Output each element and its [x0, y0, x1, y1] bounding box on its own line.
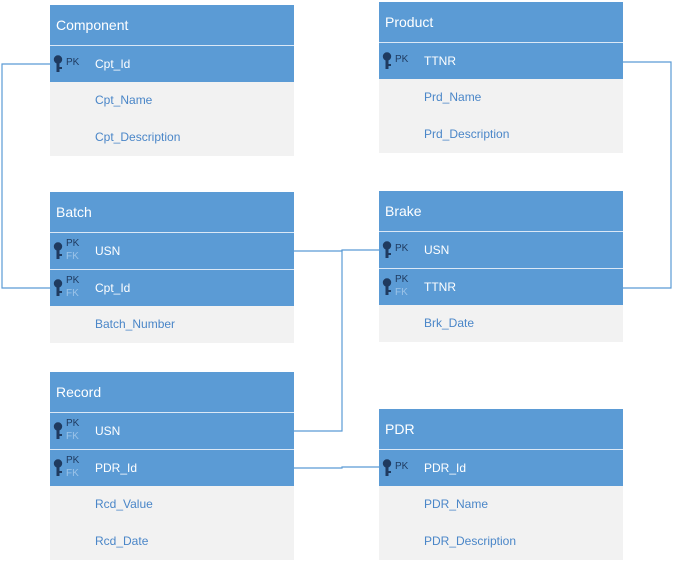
attribute-name: Prd_Description [424, 127, 510, 141]
key-label: FK [66, 251, 79, 262]
connector-batch-brake [294, 249, 379, 252]
entity-title: Record [50, 372, 294, 412]
attribute-name: PDR_Description [424, 534, 517, 548]
key-label: FK [66, 431, 79, 442]
key-icon [382, 52, 392, 69]
attribute-row[interactable]: PK TTNR [379, 42, 623, 79]
key-label: PK [395, 274, 409, 285]
attribute-name: USN [95, 244, 121, 258]
attribute-name: PDR_Id [95, 461, 138, 475]
key-label: PK [66, 275, 80, 286]
connector-component-batch [1, 63, 50, 289]
attribute-row[interactable]: Rcd_Date [50, 523, 294, 560]
entity-title: PDR [379, 409, 623, 449]
attribute-name: TTNR [424, 280, 456, 294]
entity-component[interactable]: Component PK Cpt_Id Cpt_Name Cpt_Descrip… [50, 5, 294, 156]
key-label: PK [66, 455, 80, 466]
entity-brake[interactable]: Brake PK USN PK FK TTNR Brk_Date [379, 191, 623, 342]
attribute-row[interactable]: Batch_Number [50, 306, 294, 343]
key-label: PK [66, 418, 80, 429]
attribute-name: Cpt_Id [95, 57, 131, 71]
attribute-row[interactable]: PK FK PDR_Id [50, 449, 294, 486]
attribute-row[interactable]: PDR_Name [379, 486, 623, 523]
attribute-name: PDR_Id [424, 461, 467, 475]
entity-title: Batch [50, 192, 294, 232]
attribute-name: USN [424, 243, 450, 257]
key-icon [382, 459, 392, 476]
key-icon [53, 242, 63, 259]
attribute-row[interactable]: PK FK TTNR [379, 268, 623, 305]
connector-record-brake [294, 250, 343, 432]
entity-title: Product [379, 2, 623, 42]
attribute-name: Batch_Number [95, 317, 176, 331]
key-icon [53, 55, 63, 72]
attribute-name: Cpt_Description [95, 130, 181, 144]
key-label: FK [395, 287, 408, 298]
connector-product-brake [623, 61, 672, 289]
key-label: FK [66, 288, 79, 299]
attribute-row[interactable]: Prd_Description [379, 116, 623, 153]
entity-title: Brake [379, 191, 623, 231]
attribute-name: Brk_Date [424, 316, 475, 330]
entity-batch[interactable]: Batch PK FK USN PK FK Cpt_Id Batch_Numbe… [50, 192, 294, 343]
key-label: PK [395, 54, 409, 65]
key-label: PK [395, 461, 409, 472]
attribute-row[interactable]: Cpt_Description [50, 119, 294, 156]
entity-title: Component [50, 5, 294, 45]
attribute-name: USN [95, 424, 121, 438]
entity-product[interactable]: Product PK TTNR Prd_Name Prd_Description [379, 2, 623, 153]
key-label: PK [66, 238, 80, 249]
attribute-row[interactable]: PK FK USN [50, 412, 294, 449]
attribute-name: Cpt_Id [95, 281, 131, 295]
key-icon [53, 422, 63, 439]
key-label: PK [395, 243, 409, 254]
attribute-name: Rcd_Date [95, 534, 149, 548]
attribute-row[interactable]: PK FK USN [50, 232, 294, 269]
entity-record[interactable]: Record PK FK USN PK FK PDR_Id Rcd_Value … [50, 372, 294, 560]
attribute-name: Cpt_Name [95, 93, 153, 107]
key-label: PK [66, 57, 80, 68]
attribute-row[interactable]: Rcd_Value [50, 486, 294, 523]
attribute-row[interactable]: Prd_Name [379, 79, 623, 116]
connector-record-pdr [294, 466, 379, 469]
attribute-row[interactable]: PK FK Cpt_Id [50, 269, 294, 306]
attribute-row[interactable]: Cpt_Name [50, 82, 294, 119]
key-icon [382, 241, 392, 258]
key-label: FK [66, 468, 79, 479]
key-icon [53, 279, 63, 296]
attribute-row[interactable]: PK USN [379, 231, 623, 268]
attribute-name: TTNR [424, 54, 456, 68]
attribute-row[interactable]: Brk_Date [379, 305, 623, 342]
attribute-row[interactable]: PK Cpt_Id [50, 45, 294, 82]
attribute-row[interactable]: PDR_Description [379, 523, 623, 560]
entity-pdr[interactable]: PDR PK PDR_Id PDR_Name PDR_Description [379, 409, 623, 560]
key-icon [382, 278, 392, 295]
attribute-name: Prd_Name [424, 90, 482, 104]
attribute-name: PDR_Name [424, 497, 489, 511]
attribute-name: Rcd_Value [95, 497, 153, 511]
key-icon [53, 459, 63, 476]
attribute-row[interactable]: PK PDR_Id [379, 449, 623, 486]
